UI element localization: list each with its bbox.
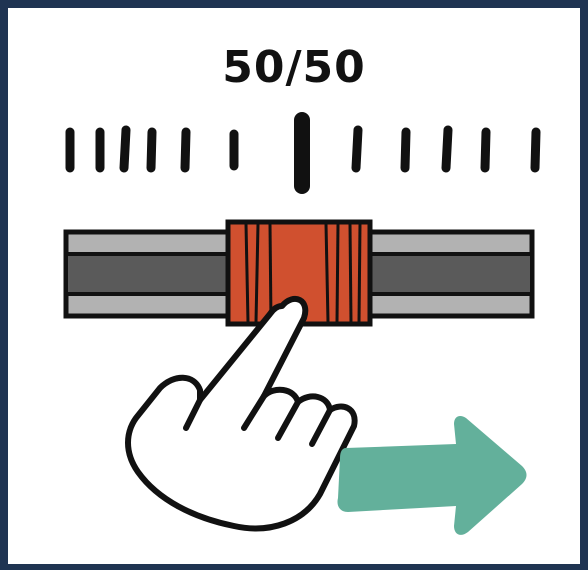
right-arrow-icon: [337, 416, 526, 535]
tick-marks: [70, 120, 536, 186]
slider-illustration: [8, 8, 580, 564]
pointing-hand-icon: [128, 299, 355, 529]
illustration-panel: 50/50: [8, 8, 580, 564]
